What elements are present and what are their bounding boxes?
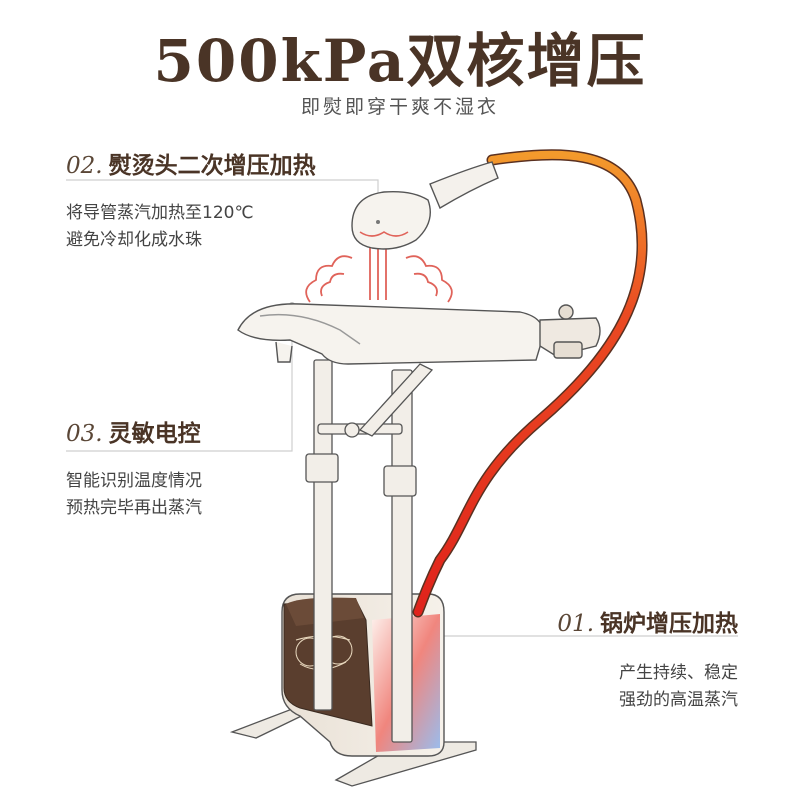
feature-electronic-control: 03.灵敏电控 智能识别温度情况 预热完毕再出蒸汽	[66, 414, 202, 522]
stand-poles	[305, 359, 434, 743]
feature-line: 强劲的高温蒸汽	[619, 690, 738, 710]
feature-heading: 03.灵敏电控	[66, 414, 202, 448]
feature-name: 灵敏电控	[108, 420, 201, 447]
ironing-board	[237, 303, 601, 365]
steam-waves-icon	[305, 240, 453, 303]
page-subtitle: 即熨即穿干爽不湿衣	[300, 96, 499, 118]
steam-head	[351, 161, 499, 250]
feature-number: 02.	[66, 153, 103, 179]
feature-name: 锅炉增压加热	[600, 610, 738, 637]
feature-number: 03.	[66, 421, 103, 447]
boiler-unit	[281, 593, 445, 757]
feature-line: 智能识别温度情况	[66, 471, 202, 491]
feature-line: 预热完毕再出蒸汽	[66, 498, 202, 518]
feature-heading: 01.锅炉增压加热	[557, 604, 738, 638]
feature-boiler: 01.锅炉增压加热 产生持续、稳定 强劲的高温蒸汽	[557, 604, 738, 714]
feature-line: 产生持续、稳定	[619, 663, 738, 683]
feature-line: 避免冷却化成水珠	[66, 230, 202, 250]
page-title: 500kPa双核增压	[153, 27, 647, 95]
feature-name: 熨烫头二次增压加热	[108, 152, 316, 179]
feature-line: 将导管蒸汽加热至120℃	[66, 203, 254, 223]
feature-heading: 02.熨烫头二次增压加热	[66, 146, 316, 180]
feature-description: 智能识别温度情况 预热完毕再出蒸汽	[66, 468, 202, 522]
feature-steam-head: 02.熨烫头二次增压加热 将导管蒸汽加热至120℃ 避免冷却化成水珠	[66, 146, 316, 254]
feature-description: 产生持续、稳定 强劲的高温蒸汽	[557, 660, 738, 714]
feature-number: 01.	[557, 611, 594, 637]
feature-description: 将导管蒸汽加热至120℃ 避免冷却化成水珠	[66, 200, 316, 254]
